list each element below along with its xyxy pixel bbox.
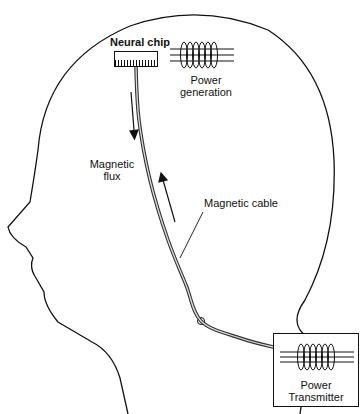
flux-label: Magnetic flux <box>86 158 138 182</box>
generator-coil <box>170 42 234 68</box>
chip-heading: Neural chip <box>110 36 170 48</box>
transmitter-label: Power Transmitter <box>281 379 351 403</box>
coil-label: Power generation <box>174 74 238 98</box>
transmitter-box: Power Transmitter <box>273 333 359 407</box>
chip-body <box>114 51 158 67</box>
cable-label: Magnetic cable <box>196 197 286 209</box>
leader-line <box>180 212 203 258</box>
chip-node: Neural chip <box>110 36 170 67</box>
